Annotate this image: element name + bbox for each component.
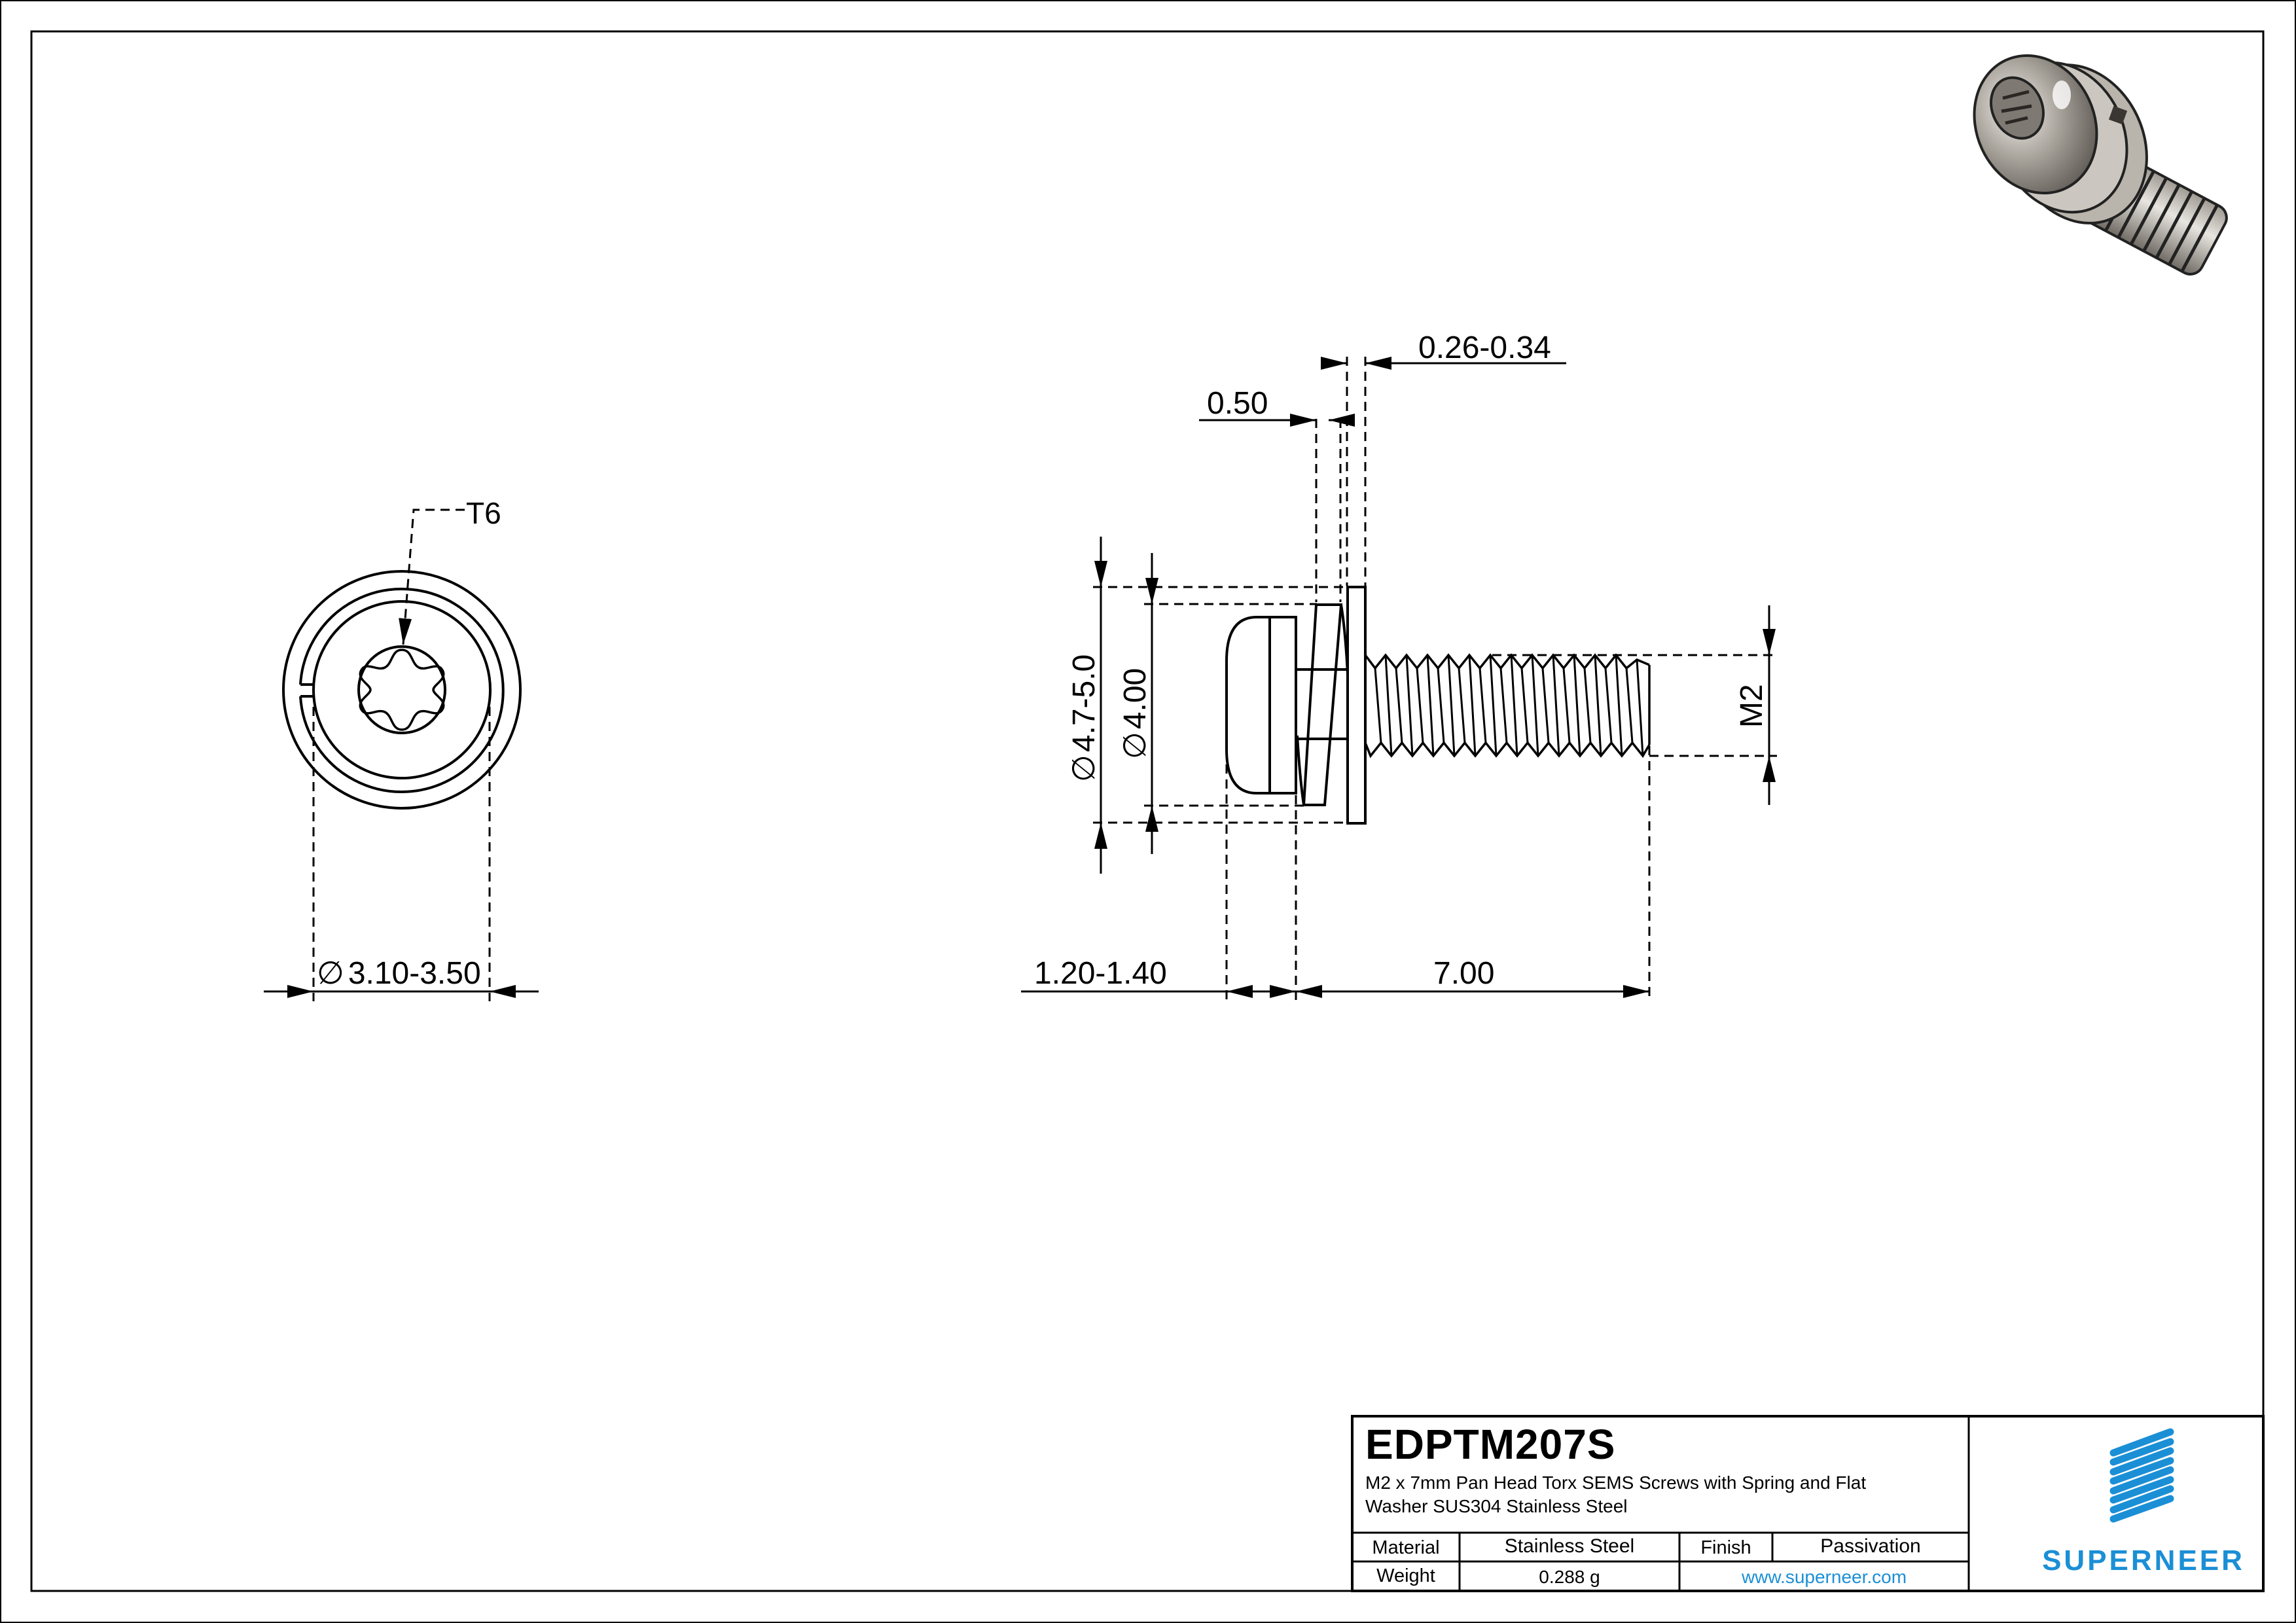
description-line-1: M2 x 7mm Pan Head Torx SEMS Screws with … bbox=[1365, 1472, 1867, 1493]
flat-washer-od-value: 4.7-5.0 bbox=[1067, 654, 1102, 752]
front-diameter-value: 3.10-3.50 bbox=[348, 956, 481, 991]
thread-size-value: M2 bbox=[1734, 684, 1769, 728]
weight-label: Weight bbox=[1376, 1565, 1435, 1586]
drive-size-label: T6 bbox=[466, 496, 501, 530]
finish-value: Passivation bbox=[1820, 1535, 1921, 1557]
finish-label: Finish bbox=[1700, 1537, 1751, 1558]
diameter-symbol: ∅ bbox=[317, 956, 344, 991]
svg-text:∅4.7-5.0: ∅ 4.7-5.0 bbox=[1067, 654, 1102, 782]
description-line-2: Washer SUS304 Stainless Steel bbox=[1365, 1496, 1628, 1516]
sems-screw-3d-render-icon bbox=[1973, 54, 2228, 276]
part-number: EDPTM207S bbox=[1365, 1421, 1616, 1468]
title-block bbox=[1351, 1415, 2265, 1592]
head-height-value: 1.20-1.40 bbox=[1034, 956, 1167, 991]
side-view bbox=[1225, 586, 1651, 825]
side-view-dimensions bbox=[1021, 357, 1777, 1001]
front-view bbox=[282, 570, 522, 810]
spring-washer-thickness-value: 0.50 bbox=[1207, 386, 1268, 421]
website-link[interactable]: www.superneer.com bbox=[1741, 1567, 1907, 1587]
thread-body bbox=[1364, 653, 1651, 758]
length-value: 7.00 bbox=[1433, 956, 1494, 991]
diagonal-stripes-logo-icon bbox=[2109, 1428, 2174, 1523]
svg-text:∅3.10-3.50: ∅3.10-3.50 bbox=[317, 956, 481, 991]
svg-text:∅4.00: ∅ 4.00 bbox=[1118, 668, 1153, 759]
torx-recess-icon bbox=[359, 649, 445, 731]
diameter-symbol: ∅ bbox=[1067, 755, 1102, 782]
weight-value: 0.288 g bbox=[1539, 1567, 1600, 1587]
spring-washer-od-value: 4.00 bbox=[1118, 668, 1153, 729]
brand-name: SUPERNEER bbox=[2042, 1544, 2245, 1577]
flat-washer-thickness-value: 0.26-0.34 bbox=[1418, 330, 1551, 365]
material-label: Material bbox=[1372, 1537, 1440, 1558]
material-value: Stainless Steel bbox=[1504, 1535, 1635, 1557]
t6-leader bbox=[399, 508, 465, 645]
diameter-symbol: ∅ bbox=[1118, 732, 1153, 759]
front-diameter-dimension bbox=[264, 707, 539, 1001]
